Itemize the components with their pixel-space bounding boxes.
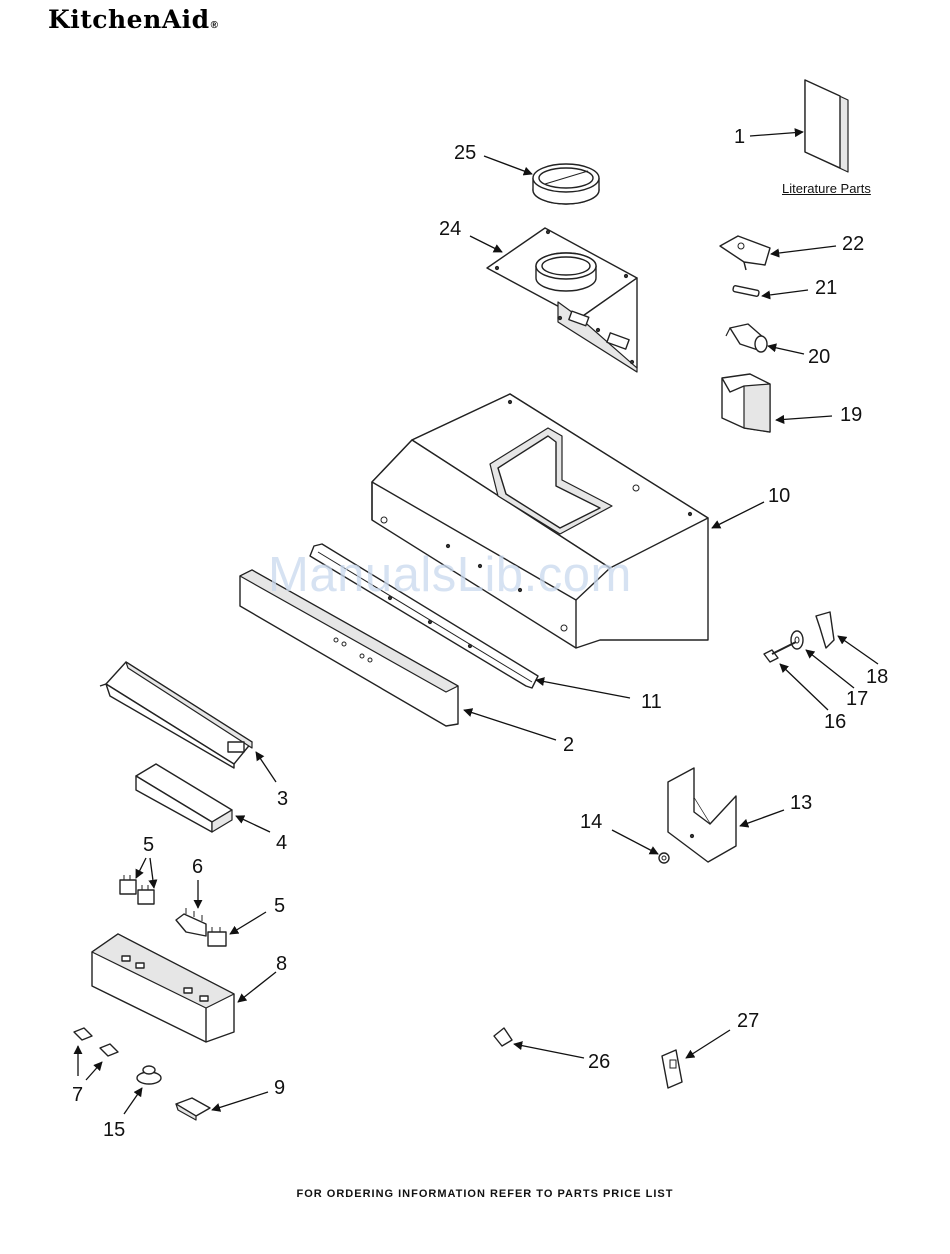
callout-5b: 5: [274, 896, 285, 916]
callout-22: 22: [842, 234, 864, 254]
washer: [791, 631, 803, 649]
leader-5a-1: [136, 858, 146, 878]
leader-3: [256, 752, 276, 782]
callout-1: 1: [734, 127, 745, 147]
leader-2: [464, 710, 556, 740]
rocker-switch-single: [208, 927, 226, 946]
leader-27: [686, 1030, 730, 1058]
thermal-switch-bracket: [720, 236, 770, 270]
switch-actuator: [176, 1098, 210, 1120]
damper-plate: [487, 228, 637, 372]
literature-parts-label: Literature Parts: [782, 181, 871, 196]
callout-8: 8: [276, 954, 287, 974]
junction-box-cover: [722, 374, 770, 432]
callout-7: 7: [72, 1085, 83, 1105]
callout-21: 21: [815, 278, 837, 298]
brand-name: KitchenAid: [48, 5, 210, 34]
leader-16: [780, 664, 828, 710]
leader-26: [514, 1044, 584, 1058]
callout-27: 27: [737, 1011, 759, 1031]
mounting-clip: [816, 612, 834, 648]
duct-collar-ring: [533, 164, 599, 204]
leader-lines: [78, 132, 878, 1114]
callout-17: 17: [846, 689, 868, 709]
leader-17: [806, 650, 854, 688]
callout-18: 18: [866, 667, 888, 687]
callout-10: 10: [768, 486, 790, 506]
callout-24: 24: [439, 219, 461, 239]
callout-14: 14: [580, 812, 602, 832]
leader-25: [484, 156, 532, 174]
leader-11: [536, 680, 630, 698]
callout-2: 2: [563, 735, 574, 755]
lamp-socket: [726, 324, 767, 352]
leader-1: [750, 132, 803, 136]
pin-part: [733, 285, 760, 296]
leader-15: [124, 1088, 142, 1114]
registered-mark: ®: [211, 20, 219, 31]
switch-housing: [92, 934, 234, 1042]
rocker-switch-pair: [120, 875, 154, 904]
filter-block: [136, 764, 232, 832]
leader-19: [776, 416, 832, 420]
callout-25: 25: [454, 143, 476, 163]
callout-20: 20: [808, 347, 830, 367]
leader-13: [740, 810, 784, 826]
leader-18: [838, 636, 878, 664]
leader-22: [771, 246, 836, 254]
brand-logo: KitchenAid®: [48, 5, 219, 34]
terminal-block: [662, 1050, 682, 1088]
ordering-info-footer: FOR ORDERING INFORMATION REFER TO PARTS …: [0, 1188, 950, 1200]
leader-14: [612, 830, 658, 854]
callout-16: 16: [824, 712, 846, 732]
light-box: [100, 662, 252, 768]
literature-booklet: [805, 80, 848, 172]
screw: [764, 642, 796, 662]
leader-5b: [230, 912, 266, 934]
hex-nut: [659, 853, 669, 863]
callout-26: 26: [588, 1052, 610, 1072]
cover-bracket: [668, 768, 736, 862]
leader-10: [712, 502, 764, 528]
callout-4: 4: [276, 833, 287, 853]
leader-21: [762, 290, 808, 296]
callout-11: 11: [641, 692, 662, 712]
knob-cap: [137, 1066, 161, 1084]
callout-13: 13: [790, 793, 812, 813]
leader-20: [768, 346, 804, 354]
callout-6: 6: [192, 857, 203, 877]
leader-24: [470, 236, 502, 252]
leader-4: [236, 816, 270, 832]
callout-15: 15: [103, 1120, 125, 1140]
leader-5a-2: [150, 858, 154, 888]
callout-19: 19: [840, 405, 862, 425]
leader-8: [238, 972, 276, 1002]
callout-9: 9: [274, 1078, 285, 1098]
leader-7-2: [86, 1062, 102, 1080]
terminal-clip: [494, 1028, 512, 1046]
callout-3: 3: [277, 789, 288, 809]
callout-5a: 5: [143, 835, 154, 855]
watermark: ManualsLib.com: [268, 547, 632, 603]
slide-knob-pair: [74, 1028, 118, 1056]
multi-switch: [176, 908, 206, 936]
leader-9: [212, 1092, 268, 1110]
